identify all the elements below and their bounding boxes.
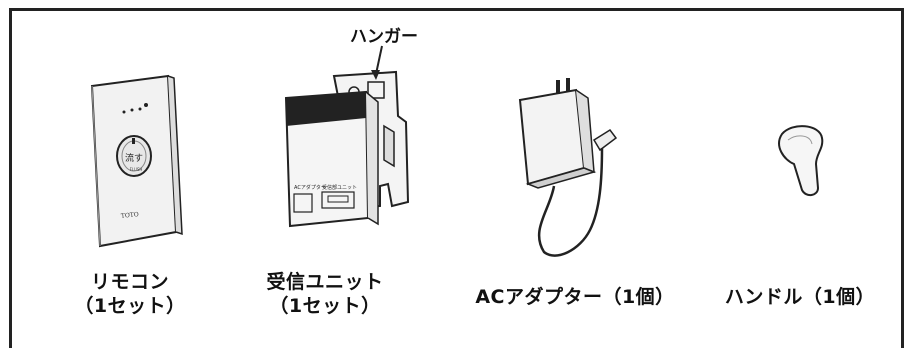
caption-handle-line1: ハンドル（1個） [724,286,876,308]
caption-receiver: 受信ユニット （1セット） [240,270,410,318]
remote-button-text: 流す [125,152,143,164]
unit-label-adapter: ACアダプター [294,184,326,191]
handle-illustration [778,125,824,196]
caption-remote-line2: （1セット） [74,295,186,317]
caption-handle: ハンドル（1個） [710,285,890,309]
border-frame [9,8,904,348]
remote-brand: TOTO [121,211,140,220]
ac-adapter-illustration [518,78,618,257]
caption-receiver-line2: （1セット） [269,295,381,317]
caption-receiver-line1: 受信ユニット [266,271,384,293]
caption-ac-adapter: ACアダプター（1個） [455,285,695,309]
caption-remote: リモコン （1セット） [55,270,205,318]
callout-arrow [371,45,383,80]
remote-control-illustration: 流す FLUSH TOTO [90,74,183,248]
caption-ac-adapter-line1: ACアダプター（1個） [475,286,675,308]
remote-button-sub: FLUSH [130,167,143,172]
receiver-unit-illustration: ACアダプター 受信部ユニット [284,70,410,228]
unit-label-receiver: 受信部ユニット [322,184,357,191]
hanger-callout: ハンガー [350,27,418,47]
caption-remote-line1: リモコン [90,271,169,293]
